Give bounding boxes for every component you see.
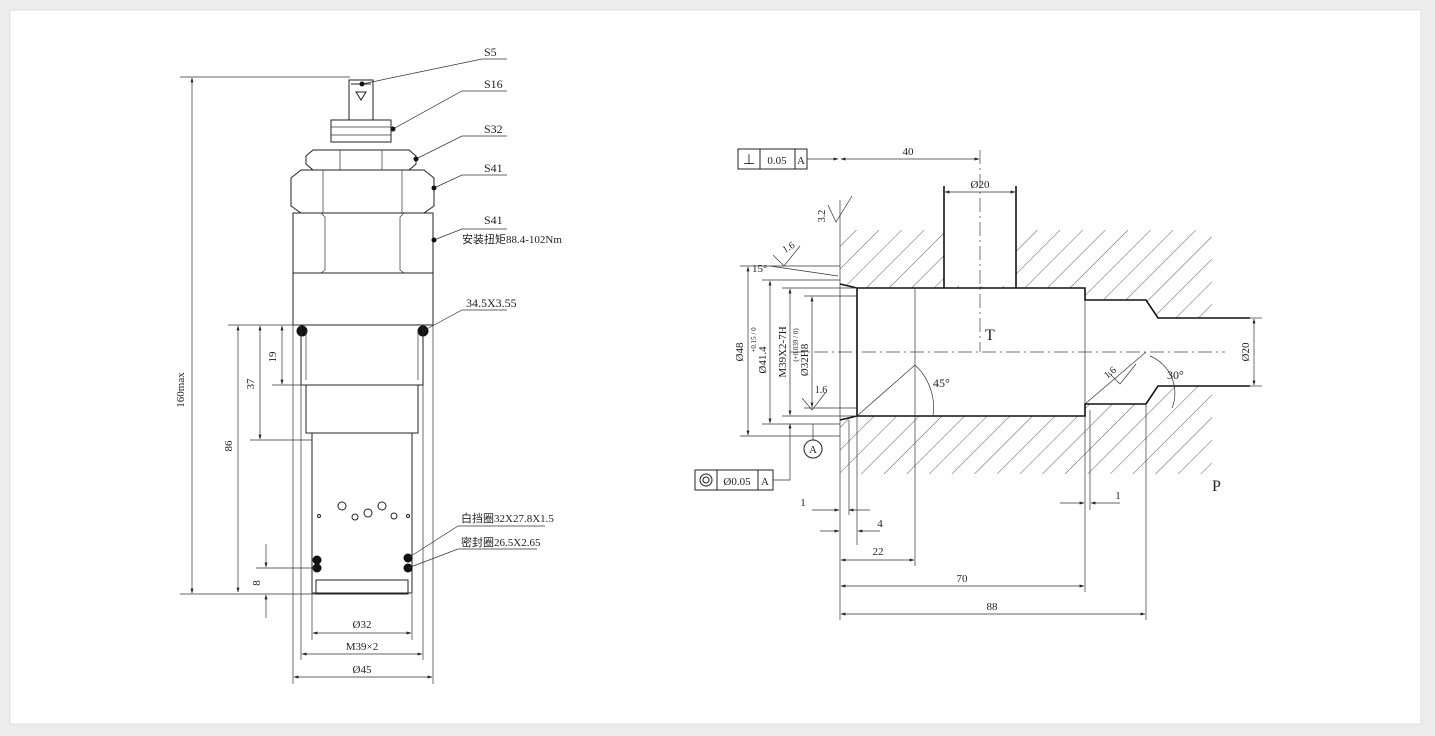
- height-dimensions: 160max 86 37 19 8: [175, 76, 350, 618]
- seal-ring-left-a: [312, 555, 322, 565]
- bore-diameter-dimensions: Ø48 Ø41.4 +0.15 / 0 M39X2-7H Ø32H8 (+0.0…: [734, 265, 857, 437]
- roughness-3-2: 3.2: [817, 210, 828, 223]
- dim-thread: M39X2-7H: [777, 326, 789, 377]
- lower-sleeve: [311, 432, 413, 594]
- drawing-sheet: [9, 9, 1422, 725]
- cartridge-valve-view: S5 S16 S32 S41 S41 安装扭矩88.4-102Nm 34.5X3…: [175, 45, 562, 684]
- dim-thread: M39×2: [346, 641, 378, 653]
- concentricity-frame: Ø0.05 A: [694, 423, 792, 491]
- svg-text:A: A: [797, 155, 805, 167]
- dim-overall-height: 160max: [175, 372, 187, 408]
- diameter-dimensions: Ø32 M39×2 Ø45: [292, 325, 434, 684]
- hex-body-s41: [290, 169, 435, 214]
- dim-8: 8: [251, 580, 263, 586]
- roughness-1-6-bore: 1.6: [815, 385, 828, 396]
- dim-22: 22: [873, 546, 884, 558]
- callout-leaders: [361, 58, 545, 569]
- dim-dia48: Ø48: [734, 342, 746, 361]
- angle-15: 15°: [752, 263, 767, 275]
- dim-dia20-right: Ø20: [1240, 342, 1252, 361]
- callout-s41-hex: S41: [484, 161, 503, 175]
- callout-s16: S16: [484, 77, 503, 91]
- callout-o-ring: 34.5X3.55: [466, 296, 517, 310]
- dim-1-left: 1: [800, 497, 806, 509]
- nut-s32: [305, 149, 417, 171]
- dim-dia32-tol: (+0.039 / 0): [792, 328, 800, 362]
- dim-37: 37: [245, 378, 257, 390]
- svg-text:A: A: [761, 476, 769, 488]
- svg-text:Ø0.05: Ø0.05: [723, 476, 751, 488]
- o-ring-upper-left: [296, 325, 308, 337]
- datum-a-symbol: A: [803, 424, 823, 459]
- bottom-dimensions: 1 4 22 70 88 1: [800, 404, 1147, 620]
- callout-seal-ring: 密封圈26.5X2.65: [461, 535, 541, 549]
- callout-backup-ring: 白挡圈32X27.8X1.5: [461, 511, 554, 525]
- dim-40: 40: [903, 146, 915, 158]
- lock-nut-s16: [330, 119, 392, 143]
- roughness-1-6-chamfer: 1.6: [781, 240, 797, 256]
- angle-45: 45°: [933, 376, 950, 390]
- port-p-label: P: [1212, 478, 1221, 495]
- dim-1-right: 1: [1115, 490, 1121, 502]
- svg-text:⊥: ⊥: [743, 153, 755, 168]
- dim-dia20-top: Ø20: [971, 179, 990, 191]
- perpendicularity-frame: ⊥ 0.05 A: [737, 148, 839, 170]
- callout-s5: S5: [484, 45, 497, 59]
- dim-4: 4: [877, 518, 883, 530]
- dim-dia41-tol: +0.15 / 0: [750, 327, 758, 353]
- svg-text:0.05: 0.05: [767, 155, 787, 167]
- dim-70: 70: [957, 573, 969, 585]
- callout-torque: 安装扭矩88.4-102Nm: [462, 232, 562, 246]
- seal-ring-left-b: [312, 563, 322, 573]
- dim-19: 19: [267, 351, 279, 363]
- dim-88: 88: [987, 601, 999, 613]
- top-dimensions: 40 Ø20: [840, 146, 1016, 194]
- angle-30: 30°: [1167, 368, 1184, 382]
- flow-holes: [317, 501, 410, 521]
- dim-dia32: Ø32H8: [799, 343, 811, 376]
- dim-dia41: Ø41.4: [757, 346, 769, 374]
- dim-dia45: Ø45: [353, 664, 372, 676]
- port-p-diameter: Ø20: [1240, 317, 1262, 387]
- dim-86: 86: [223, 440, 235, 452]
- port-t-label: T: [985, 327, 995, 344]
- callout-s41-body: S41: [484, 213, 503, 227]
- datum-a-label: A: [809, 444, 817, 456]
- hatch-material: [840, 230, 1212, 474]
- callout-s32: S32: [484, 122, 503, 136]
- dim-dia32: Ø32: [353, 619, 372, 631]
